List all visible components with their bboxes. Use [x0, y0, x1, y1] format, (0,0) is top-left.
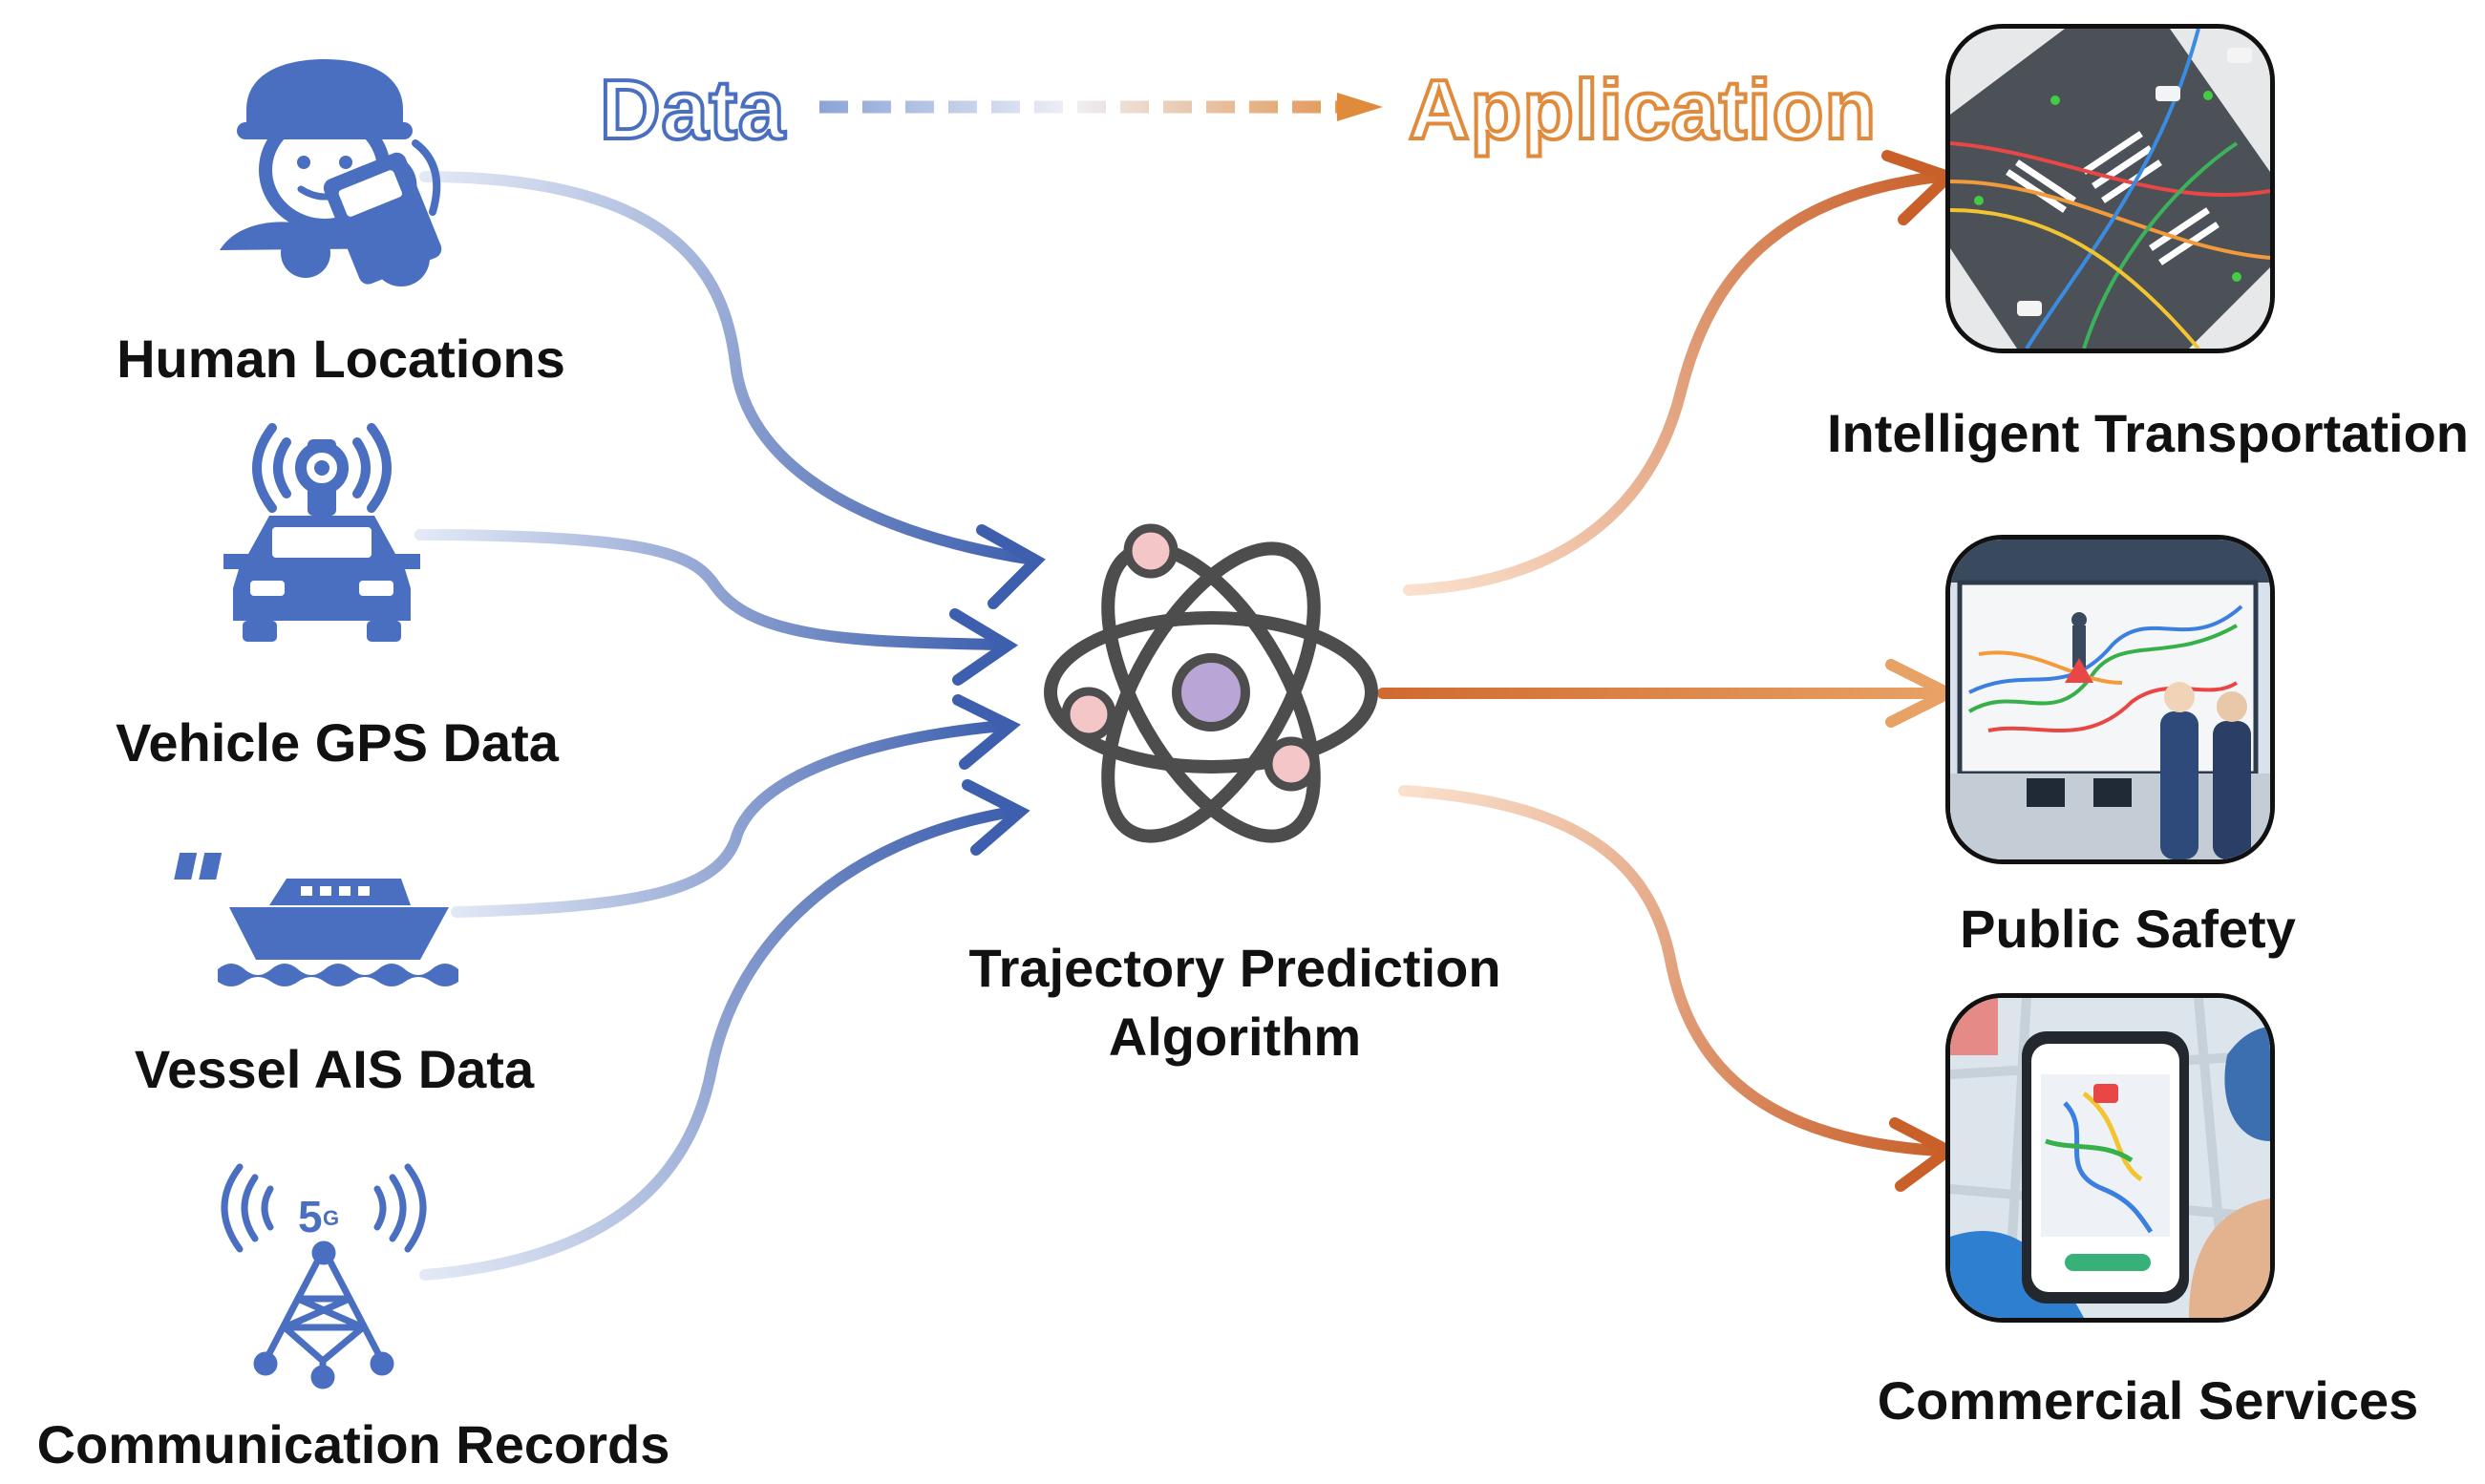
control-room-illustration — [1945, 535, 2275, 864]
atom-icon — [1044, 523, 1378, 843]
5g-tower-icon: 5 G — [221, 1163, 427, 1389]
header-application-word: Application — [1407, 60, 1878, 159]
atom-electron — [1264, 736, 1319, 792]
arrow-commercial — [1398, 785, 1944, 1156]
atom-electron — [1061, 687, 1116, 742]
header-data-word: Data — [598, 60, 787, 159]
person-phone-icon — [220, 59, 442, 286]
center-label: Trajectory Prediction Algorithm — [968, 934, 1500, 1071]
arrow-vehicle — [414, 529, 1004, 650]
phone-map-illustration — [1945, 993, 2275, 1323]
arrow-human — [419, 171, 1032, 564]
app-label-transportation: Intelligent Transportation — [1826, 403, 2470, 463]
center-label-line1: Trajectory Prediction — [968, 938, 1501, 998]
app-label-safety: Public Safety — [1960, 899, 2296, 959]
data-to-application-arrow — [819, 93, 1383, 121]
arrow-communication — [419, 806, 1018, 1281]
ship-icon — [174, 853, 458, 986]
atom-electron — [1123, 523, 1179, 579]
svg-text:5: 5 — [298, 1192, 323, 1241]
atom-nucleus — [1172, 653, 1250, 731]
source-label-human: Human Locations — [117, 329, 565, 389]
arrow-transportation — [1403, 171, 1944, 596]
app-label-commercial: Commercial Services — [1877, 1370, 2419, 1431]
arrow-vessel — [451, 720, 1009, 918]
svg-text:G: G — [323, 1206, 339, 1230]
intersection-illustration — [1945, 24, 2275, 353]
source-arrows — [414, 171, 1046, 1281]
source-label-vehicle: Vehicle GPS Data — [116, 712, 559, 773]
source-label-communication: Communication Records — [36, 1414, 670, 1474]
center-label-line2: Algorithm — [1108, 1007, 1362, 1067]
source-label-vessel: Vessel AIS Data — [134, 1039, 535, 1099]
car-gps-icon — [223, 423, 420, 642]
